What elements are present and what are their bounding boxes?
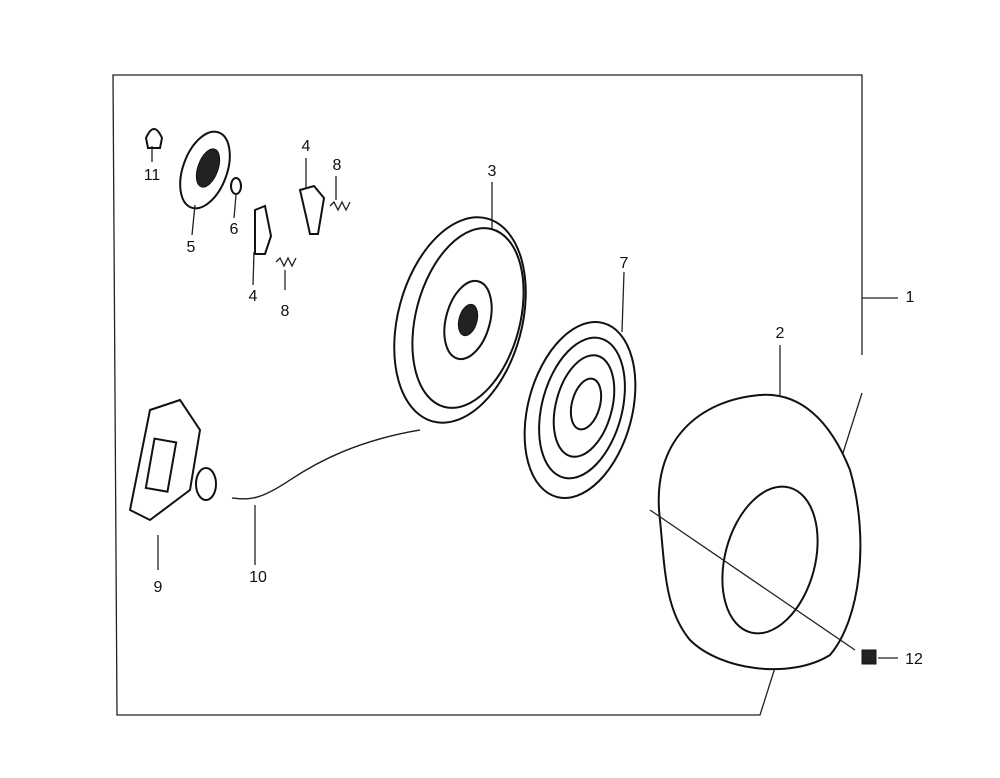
label-9: 9	[153, 579, 163, 596]
label-4-lower: 4	[248, 288, 258, 305]
label-4-upper: 4	[301, 138, 311, 155]
part-8-spring-lower	[275, 256, 297, 290]
part-7-spiral-spring	[523, 271, 637, 499]
label-3: 3	[487, 163, 497, 180]
part-12-bolt	[861, 649, 898, 665]
part-4-pawl-upper	[298, 158, 326, 235]
part-6-washer	[230, 177, 242, 219]
label-5: 5	[186, 239, 196, 256]
label-10: 10	[249, 569, 267, 586]
part-9-handle	[128, 398, 217, 570]
label-12: 12	[905, 651, 923, 668]
part-8-spring-upper	[329, 176, 351, 212]
part-3-reel	[231, 182, 527, 565]
part-5-ratchet	[179, 130, 231, 236]
label-6: 6	[229, 221, 239, 238]
label-1: 1	[905, 289, 915, 306]
label-2: 2	[775, 325, 785, 342]
label-8-upper: 8	[332, 157, 342, 174]
label-8-lower: 8	[280, 303, 290, 320]
part-2-case	[649, 345, 862, 671]
part-4-pawl-lower	[252, 204, 273, 286]
part-11-cap	[144, 128, 164, 162]
label-7: 7	[619, 255, 629, 272]
label-11: 11	[143, 167, 161, 184]
